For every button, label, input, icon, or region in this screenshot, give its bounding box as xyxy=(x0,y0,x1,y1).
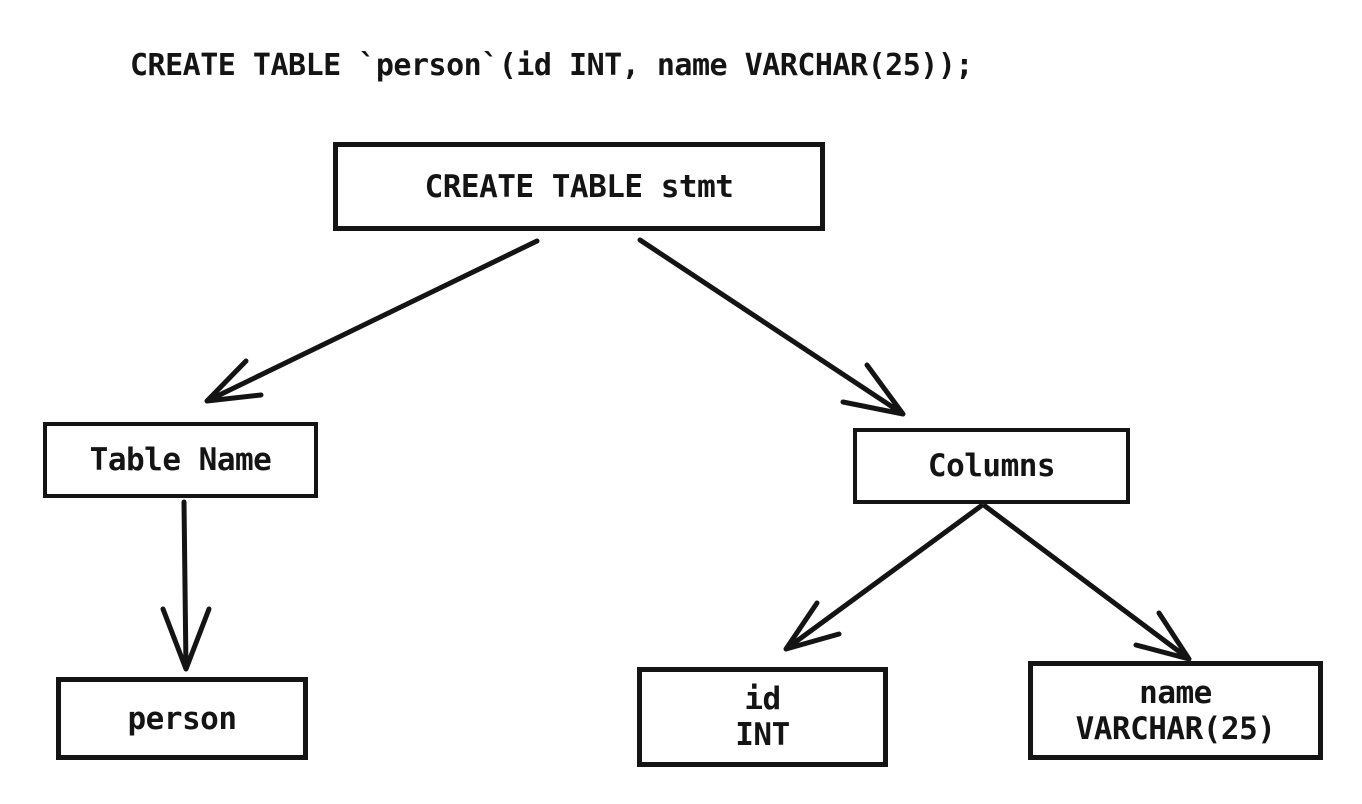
node-person: person xyxy=(56,677,308,760)
node-table-name: Table Name xyxy=(43,422,318,498)
node-name-varchar-type-label: VARCHAR(25) xyxy=(1075,710,1276,747)
edge-columns-to-name-arrow xyxy=(982,503,1192,662)
node-id-int: id INT xyxy=(637,667,888,767)
node-table-name-label: Table Name xyxy=(89,442,272,478)
node-id-int-type-label: INT xyxy=(735,717,790,753)
edge-stmt-to-table-name-arrow xyxy=(204,238,540,404)
edge-stmt-to-columns-arrow xyxy=(637,237,906,417)
node-columns-label: Columns xyxy=(927,448,1056,484)
node-id-int-name-label: id xyxy=(744,681,781,717)
edge-table-name-to-person-arrow xyxy=(160,499,212,672)
node-create-table-stmt: CREATE TABLE stmt xyxy=(333,142,825,231)
node-person-label: person xyxy=(127,700,237,737)
node-columns: Columns xyxy=(853,428,1130,504)
node-name-varchar: name VARCHAR(25) xyxy=(1028,661,1323,760)
edge-columns-to-id-arrow xyxy=(783,503,984,652)
node-name-varchar-name-label: name xyxy=(1139,674,1212,711)
node-create-table-stmt-label: CREATE TABLE stmt xyxy=(424,168,734,205)
sql-statement-text: CREATE TABLE `person`(id INT, name VARCH… xyxy=(130,48,973,83)
